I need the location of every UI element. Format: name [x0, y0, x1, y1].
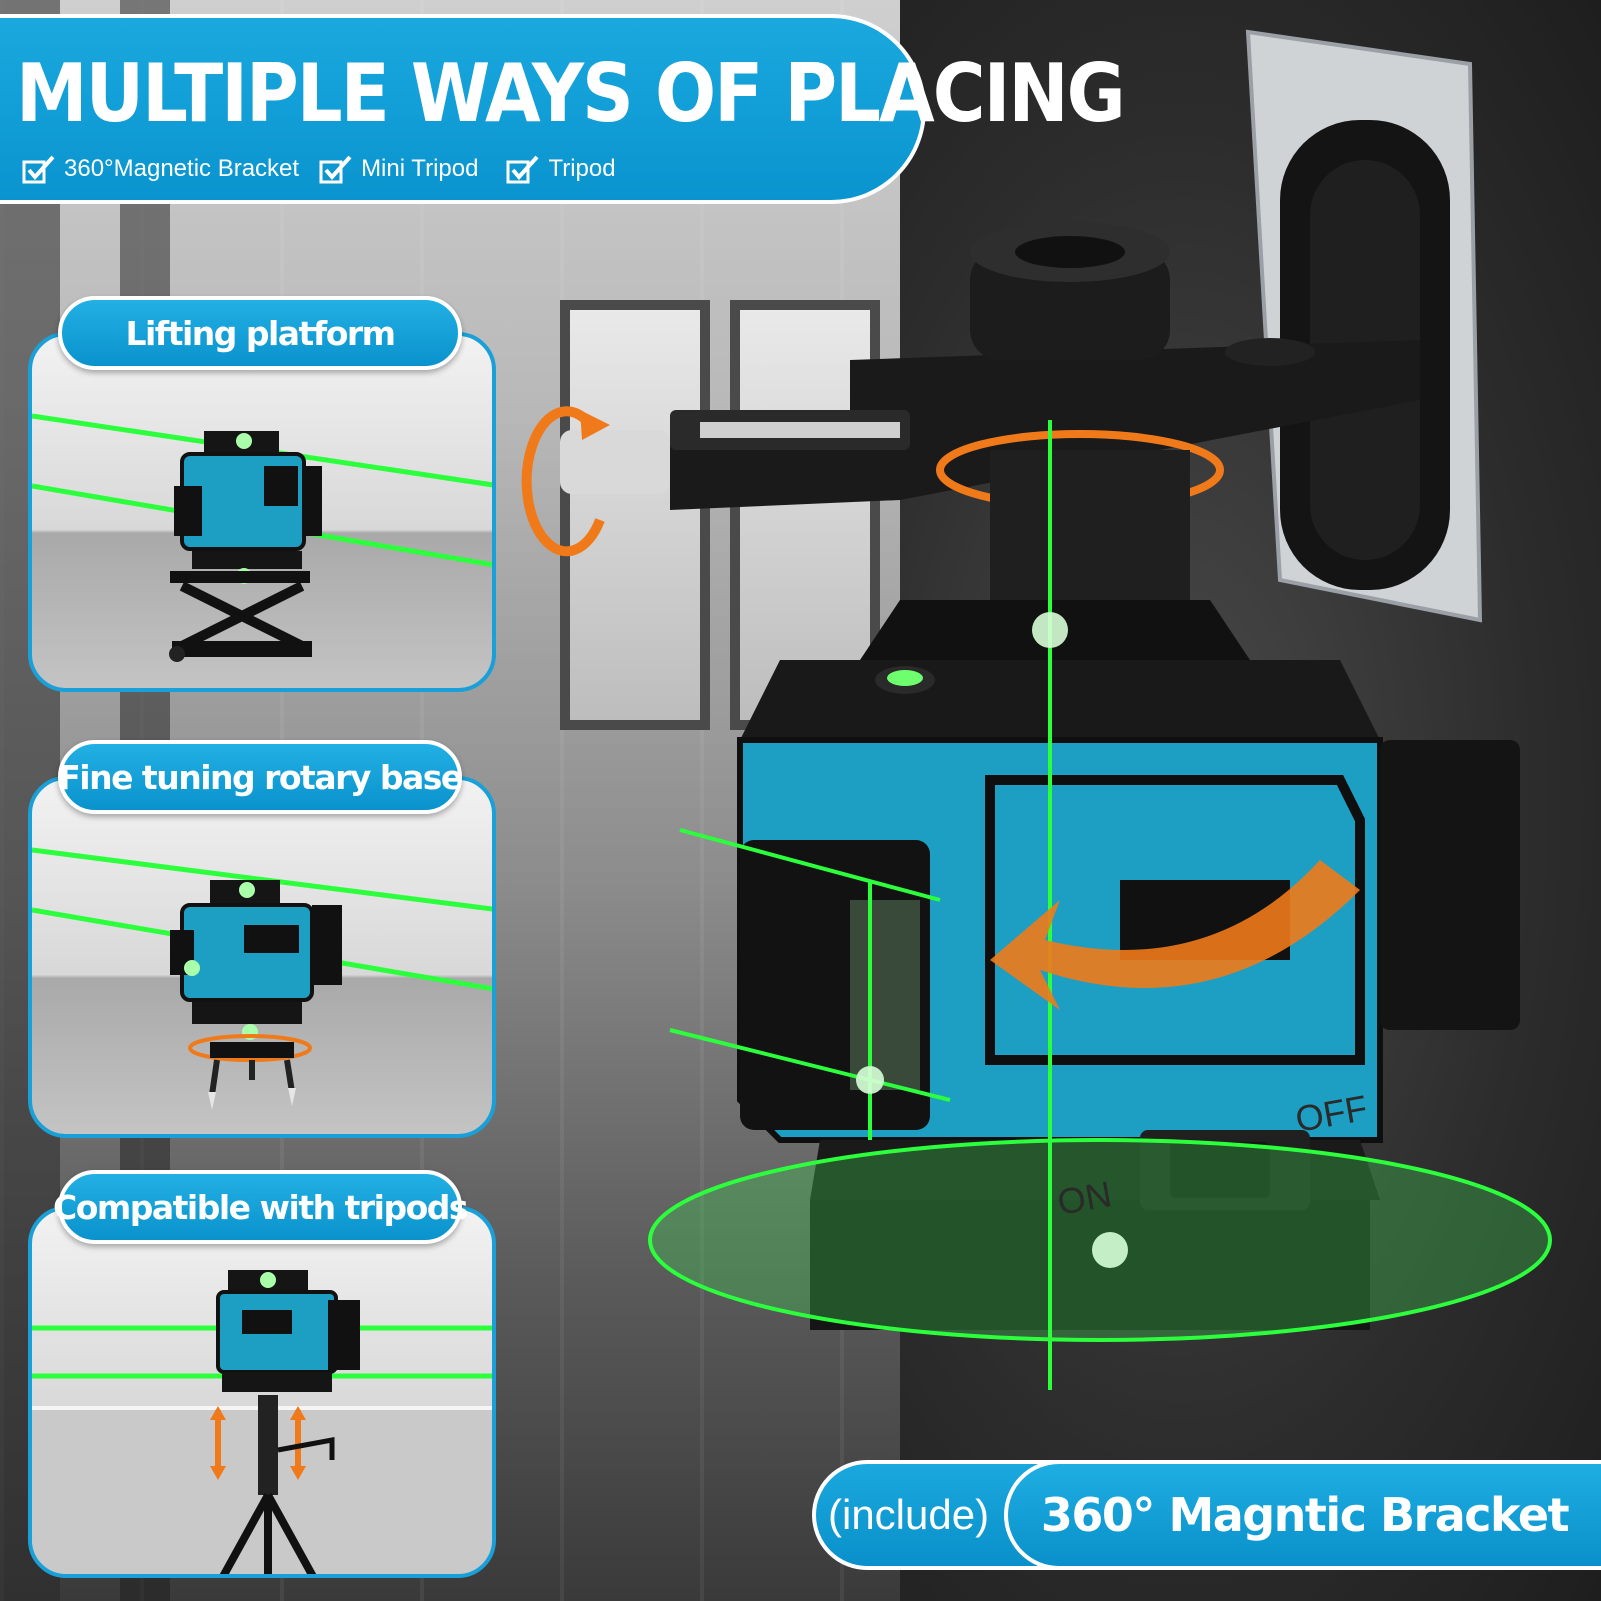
panel-label-lifting-platform: Lifting platform	[58, 296, 462, 370]
panel-rotary-base	[28, 776, 496, 1138]
option-item: Mini Tripod	[319, 154, 478, 184]
panel-label-tripods: Compatible with tripods	[53, 1170, 469, 1244]
header-banner: MULTIPLE WAYS OF PLACING 360°Magnetic Br…	[0, 14, 1126, 204]
bracket-label: 360° Magntic Bracket	[1040, 1488, 1570, 1542]
option-list: 360°Magnetic Bracket Mini Tripod Tripod	[22, 154, 616, 184]
panel-label-rotary-base: Fine tuning rotary base	[58, 740, 463, 814]
panel-tripods	[28, 1206, 496, 1578]
checkmark-icon	[22, 155, 55, 184]
page-title: MULTIPLE WAYS OF PLACING	[16, 46, 1126, 141]
checkmark-icon	[506, 155, 539, 184]
laser-level-illustration: ON OFF	[521, 29, 1552, 1390]
option-label: Mini Tripod	[361, 155, 479, 182]
rotary-base-illustration	[32, 847, 492, 1110]
option-item: 360°Magnetic Bracket	[22, 154, 299, 184]
include-label: (include)	[828, 1491, 990, 1538]
checkmark-icon	[319, 155, 352, 184]
panel-lifting-platform	[28, 332, 496, 692]
option-label: 360°Magnetic Bracket	[64, 155, 300, 182]
switch-on-label: ON	[1054, 1173, 1114, 1223]
background-window	[560, 300, 710, 730]
option-item: Tripod	[506, 154, 616, 184]
option-label: Tripod	[548, 155, 616, 182]
tripod-illustration	[32, 1270, 492, 1574]
lifting-platform-illustration	[32, 413, 492, 662]
bracket-banner: 360° Magntic Bracket	[1004, 1460, 1601, 1570]
laser-level-device: ON OFF	[520, 20, 1580, 1400]
